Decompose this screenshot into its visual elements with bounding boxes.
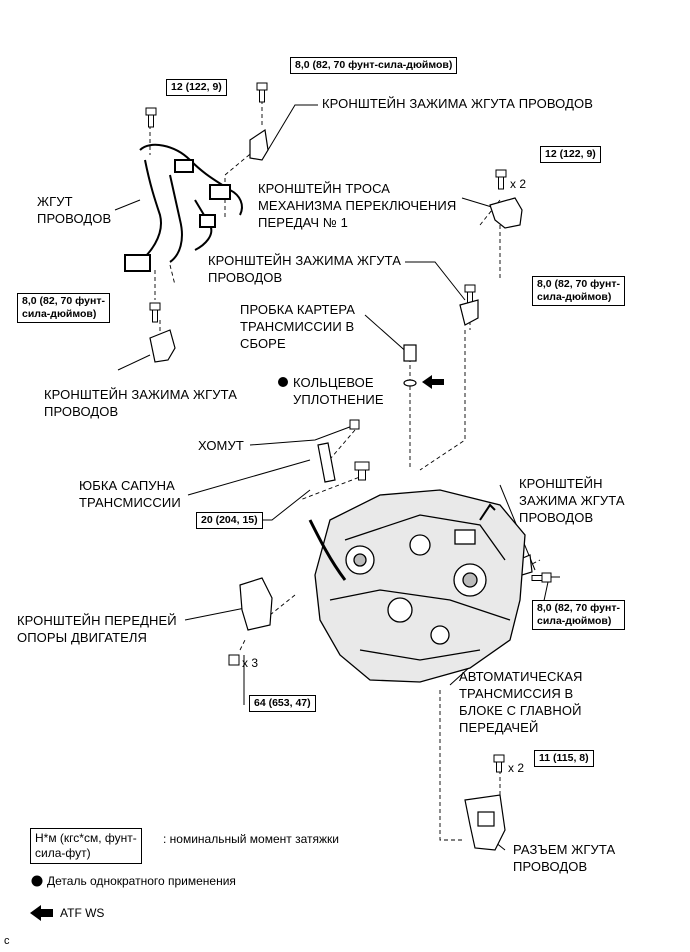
atf-arrow-icon: [422, 375, 444, 389]
label-engine-mount: КРОНШТЕЙН ПЕРЕДНЕЙ ОПОРЫ ДВИГАТЕЛЯ: [17, 613, 177, 645]
quantity-x2-bottom: x 2: [508, 761, 525, 775]
cable-bracket-part: [489, 197, 523, 229]
bracket-mid-right-part: [459, 299, 479, 326]
bolt-icon-4: [149, 302, 161, 323]
breather-part: [317, 442, 336, 483]
label-bracket-right-low: КРОНШТЕЙН ЗАЖИМА ЖГУТА ПРОВОДОВ: [519, 476, 625, 525]
label-clamp: ХОМУТ: [198, 438, 244, 453]
engine-mount-part: [239, 577, 273, 631]
wire-harness-part: [124, 143, 243, 272]
label-connector: РАЗЪЕМ ЖГУТА ПРОВОДОВ: [513, 842, 616, 874]
legend-dot-icon: [31, 875, 43, 887]
label-wire-harness: ЖГУТ ПРОВОДОВ: [37, 194, 112, 226]
legend-torque-desc: : номинальный момент затяжки: [163, 832, 339, 846]
bolt-icon-1: [145, 107, 157, 128]
legend-torque-unit-box: Н*м (кгс*см, фунт- сила-фут): [30, 828, 142, 864]
bolt-icon-9: [493, 754, 505, 773]
torque-box-11: 11 (115, 8): [534, 750, 594, 767]
torque-box-12-top-left: 12 (122, 9): [166, 79, 227, 96]
torque-box-8-left: 8,0 (82, 70 фунт- сила-дюймов): [17, 293, 110, 323]
label-bracket-left: КРОНШТЕЙН ЗАЖИМА ЖГУТА ПРОВОДОВ: [44, 387, 237, 419]
bolt-icon-2: [256, 82, 268, 103]
transaxle-body: [308, 489, 526, 683]
label-transaxle: АВТОМАТИЧЕСКАЯ ТРАНСМИССИЯ В БЛОКЕ С ГЛА…: [459, 669, 583, 735]
non-reusable-dot-icon: [278, 377, 288, 387]
legend-atf: ATF WS: [60, 906, 105, 920]
bolt-icons: [145, 82, 552, 773]
bolt-icon-7: [531, 572, 552, 583]
drain-plug-part: [403, 344, 417, 387]
bracket-left-part: [149, 329, 176, 363]
figure-id: c: [4, 935, 10, 947]
legend-non-reusable: Деталь однократного применения: [47, 874, 236, 888]
connector-part: [464, 794, 506, 851]
bolt-icon-8: [228, 654, 240, 666]
legend-icons: [30, 875, 53, 921]
quantity-x2-top: x 2: [510, 177, 527, 191]
label-bracket-top: КРОНШТЕЙН ЗАЖИМА ЖГУТА ПРОВОДОВ: [322, 96, 593, 111]
leader-lines: [114, 104, 560, 851]
bolt-icon-10: [349, 419, 360, 430]
torque-box-8-right-low: 8,0 (82, 70 фунт- сила-дюймов): [532, 600, 625, 630]
bolt-icon-6: [354, 461, 370, 481]
bracket-top-part: [249, 128, 269, 161]
label-bracket-mid-right: КРОНШТЕЙН ЗАЖИМА ЖГУТА ПРОВОДОВ: [208, 253, 401, 285]
torque-box-64: 64 (653, 47): [249, 695, 316, 712]
torque-box-20: 20 (204, 15): [196, 512, 263, 529]
torque-box-8-right-mid: 8,0 (82, 70 фунт- сила-дюймов): [532, 276, 625, 306]
label-o-ring: КОЛЬЦЕВОЕ УПЛОТНЕНИЕ: [293, 375, 384, 407]
torque-box-8-top: 8,0 (82, 70 фунт-сила-дюймов): [290, 57, 458, 74]
label-drain-plug: ПРОБКА КАРТЕРА ТРАНСМИССИИ В СБОРЕ: [240, 302, 356, 351]
bolt-icon-3: [495, 169, 507, 190]
label-breather: ЮБКА САПУНА ТРАНСМИССИИ: [79, 478, 181, 510]
dashed-guide-lines: [149, 100, 541, 841]
quantity-x3: x 3: [242, 656, 259, 670]
torque-box-12-right: 12 (122, 9): [540, 146, 601, 163]
label-cable-bracket: КРОНШТЕЙН ТРОСА МЕХАНИЗМА ПЕРЕКЛЮЧЕНИЯ П…: [258, 181, 457, 230]
legend-arrow-icon: [30, 905, 53, 921]
